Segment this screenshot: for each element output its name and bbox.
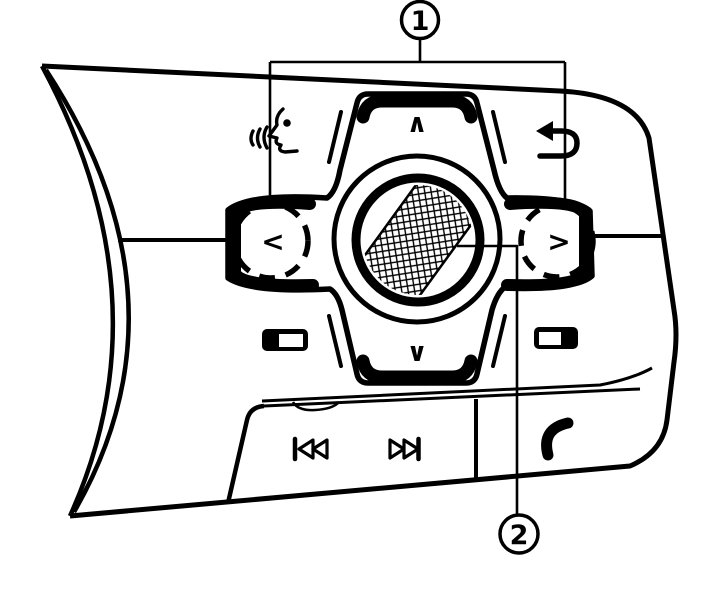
callout-1: 1	[268, 0, 567, 205]
switch-housing-outline	[41, 63, 679, 519]
wheel-rim	[40, 64, 131, 517]
bezel-accent-line	[327, 314, 343, 368]
previous-track-button[interactable]	[292, 436, 329, 462]
phone-icon	[541, 417, 574, 461]
bezel-accent-line	[491, 110, 507, 164]
volume-rocker-icon	[262, 329, 308, 351]
down-arrow-glyph: ∨	[406, 338, 427, 368]
callout-1-leader-line	[268, 39, 567, 205]
callout-2: 2	[457, 244, 540, 555]
right-button-dashed-outline	[518, 202, 596, 280]
back-arrow-icon	[536, 121, 580, 159]
phone-button[interactable]	[541, 417, 574, 461]
bezel-accent-line	[327, 110, 343, 164]
up-button[interactable]: ∧	[406, 109, 427, 139]
center-dial-button[interactable]	[331, 143, 503, 337]
right-button[interactable]: >	[518, 202, 596, 280]
talk-button[interactable]	[249, 107, 299, 154]
callout-2-circle	[498, 513, 540, 555]
down-button[interactable]: ∨	[406, 338, 427, 368]
voice-command-icon	[249, 107, 299, 154]
volume-rocker-icon	[534, 327, 578, 349]
volume-left-button[interactable]	[262, 329, 308, 351]
callout-1-number: 1	[411, 6, 430, 37]
previous-track-icon	[292, 436, 329, 462]
left-arrow-glyph: <	[261, 225, 284, 258]
next-track-icon	[388, 436, 421, 462]
back-button[interactable]	[536, 121, 580, 159]
right-arrow-glyph: >	[547, 225, 570, 258]
callout-2-leader-line	[457, 244, 519, 514]
up-arrow-glyph: ∧	[406, 109, 427, 139]
volume-right-button[interactable]	[534, 327, 578, 349]
callout-1-circle	[399, 0, 441, 41]
next-track-button[interactable]	[388, 436, 421, 462]
callout-2-number: 2	[510, 520, 529, 551]
media-bar	[225, 366, 653, 504]
bezel-accent-line	[491, 314, 507, 368]
